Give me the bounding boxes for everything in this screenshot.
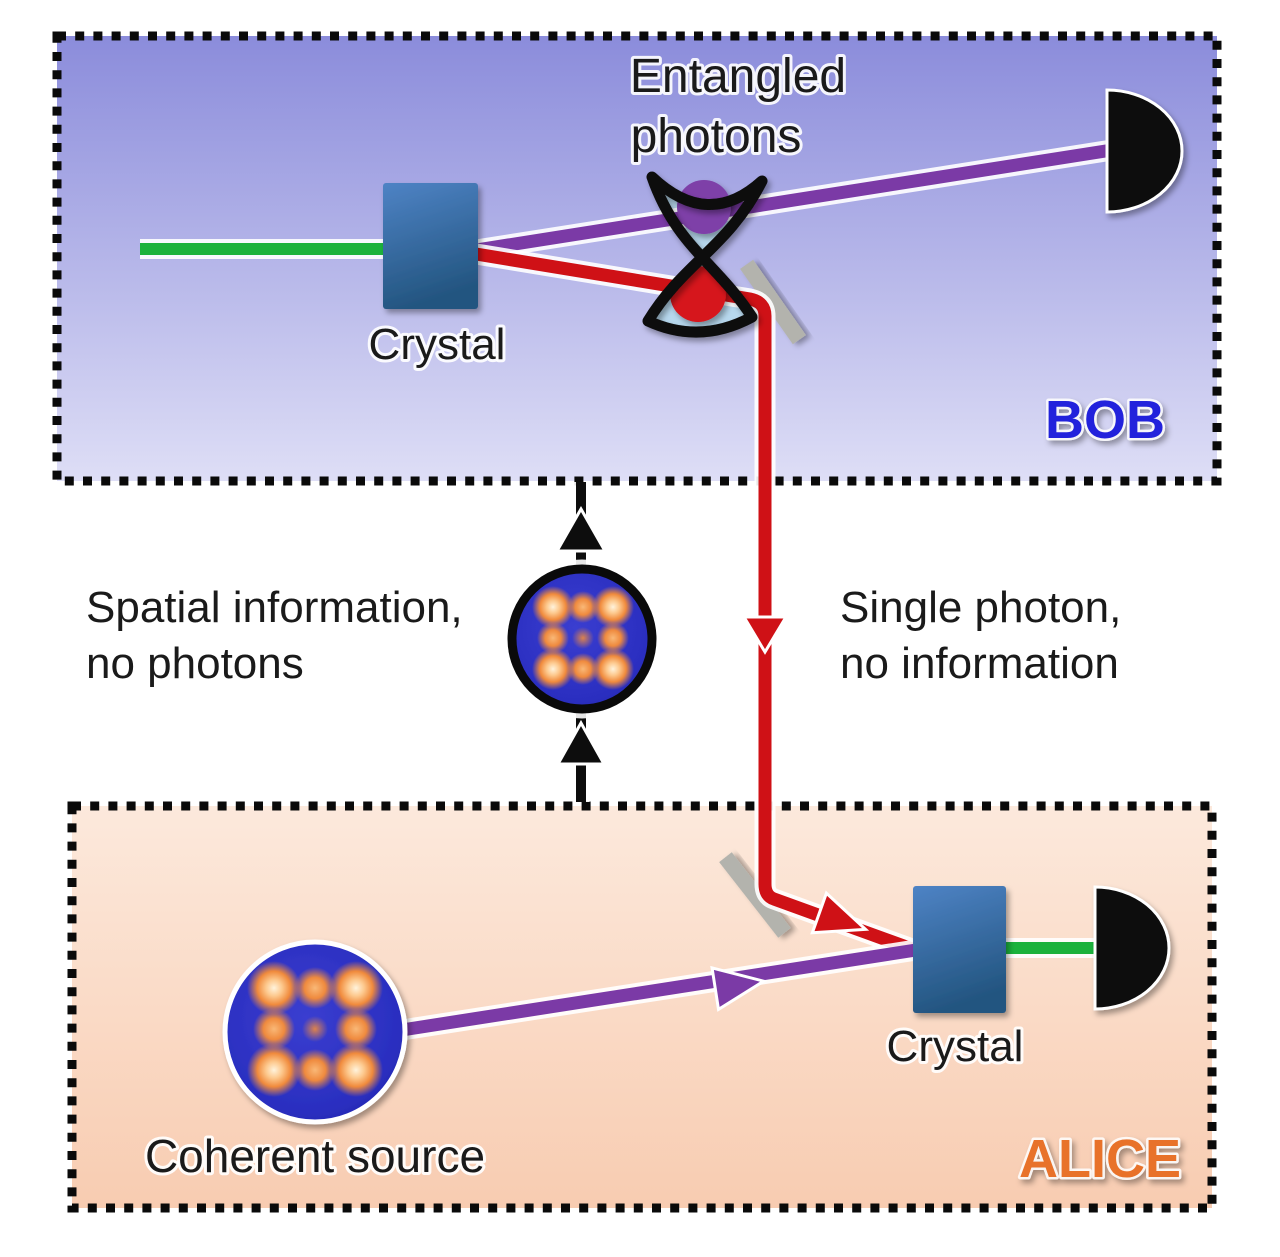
entangled-photons-label-line1: Entangled (630, 50, 846, 103)
crystal-label-alice: Crystal (887, 1022, 1024, 1071)
info-arrow-bottom-head (555, 719, 607, 766)
pattern-dot (253, 1008, 295, 1050)
spatial-pattern-glow (502, 559, 662, 719)
purple-beam-bob (468, 143, 1114, 258)
pattern-dot (572, 627, 594, 649)
pattern-dot (294, 967, 336, 1009)
single-photon-note-line2: no information (840, 639, 1119, 688)
single-photon-note-line1: Single photon, (840, 583, 1121, 632)
bob-label: BOB (1045, 390, 1165, 450)
entangled-photons-label-line2: photons (631, 110, 802, 163)
coherent-source (222, 939, 408, 1125)
red-beam-arrowhead (810, 890, 870, 935)
crystal-icon-bob (383, 183, 478, 309)
entangled-symbol-outline (642, 171, 768, 338)
pattern-dot (567, 591, 599, 623)
pattern-dot (329, 961, 383, 1015)
spatial-info-note-line1: Spatial information, (86, 583, 463, 632)
pattern-dot (532, 586, 574, 628)
spatial-pattern-dots (532, 586, 634, 690)
crystal-label-bob: Crystal (369, 320, 506, 369)
coherent-source-label: Coherent source (145, 1130, 485, 1182)
pattern-dot (592, 586, 634, 628)
alice-label: ALICE (1019, 1129, 1181, 1189)
mirror-icon-bob (740, 259, 806, 345)
pattern-dot (567, 653, 599, 685)
pattern-dot (532, 648, 574, 690)
spatial-info-note-line2: no photons (86, 639, 304, 688)
red-beam-down-arrowhead (741, 615, 789, 655)
purple-beam-arrowhead (710, 965, 768, 1012)
pattern-dot (537, 622, 569, 654)
pattern-dot (294, 1049, 336, 1091)
purple-beam-alice (401, 943, 917, 1037)
pattern-dot (247, 961, 301, 1015)
information-channel (502, 482, 662, 802)
info-arrow-top-head (554, 505, 608, 553)
detector-icon-alice (1093, 885, 1171, 1011)
red-beam (468, 246, 915, 956)
pattern-dot (302, 1016, 328, 1042)
pattern-dot (329, 1043, 383, 1097)
pattern-dot (592, 648, 634, 690)
pattern-dot (335, 1008, 377, 1050)
detector-icon-bob (1105, 88, 1184, 214)
crystal-icon-alice (913, 886, 1006, 1013)
mirror-icon-alice (719, 852, 791, 938)
coherent-source-dots (247, 961, 383, 1097)
pattern-dot (597, 622, 629, 654)
pattern-dot (247, 1043, 301, 1097)
